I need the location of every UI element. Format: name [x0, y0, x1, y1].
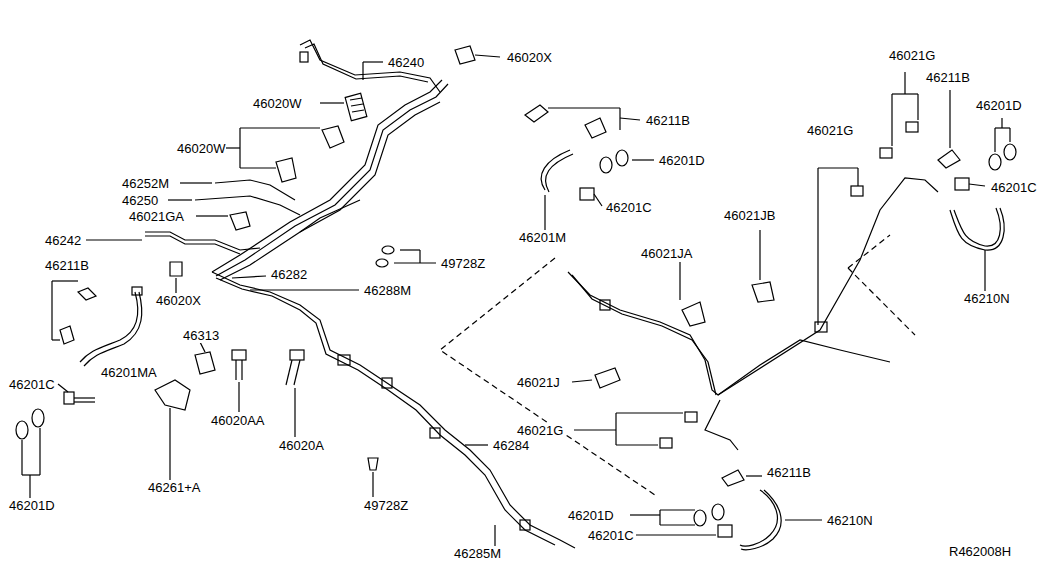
callout-number: 46261+A	[147, 480, 201, 495]
callout-number: 46242	[44, 233, 82, 248]
callout-number: 46021JB	[723, 208, 776, 223]
callout-number: 46201C	[8, 377, 56, 392]
callout-number: 46201MA	[100, 365, 158, 380]
callout-number: 46201D	[975, 98, 1023, 113]
callout-number: 46201D	[567, 508, 615, 523]
callout-number: 46201C	[990, 180, 1038, 195]
callout-number: 46201D	[658, 153, 706, 168]
callout-number: 46020X	[155, 293, 202, 308]
callout-number: 46021J	[516, 375, 561, 390]
callout-number: 46284	[492, 438, 530, 453]
callout-number: 46201M	[518, 230, 567, 245]
callout-number: 46211B	[645, 113, 691, 128]
callout-number: 46210N	[963, 291, 1011, 306]
callout-number: 46201C	[587, 528, 635, 543]
callout-number: 46021G	[516, 423, 564, 438]
callout-number: 46201C	[605, 200, 653, 215]
callout-number: 46020A	[278, 438, 325, 453]
callout-number: 46020W	[176, 141, 226, 156]
callout-number: 46020X	[506, 50, 553, 65]
callout-number: 46250	[121, 193, 159, 208]
callout-number: 46020W	[252, 96, 302, 111]
callout-number: 46211B	[925, 70, 971, 85]
callout-number: 49728Z	[363, 498, 409, 513]
callout-number: 46021GA	[128, 209, 185, 224]
callout-number: 46282	[270, 267, 308, 282]
callout-number: 46252M	[121, 176, 170, 191]
callout-number: 46285M	[453, 546, 502, 561]
callout-number: 46021JA	[640, 246, 693, 261]
callout-number: 46288M	[363, 283, 412, 298]
callout-number: 46020AA	[210, 413, 266, 428]
callout-number: 49728Z	[440, 256, 486, 271]
diagram-code: R462008H	[948, 544, 1012, 559]
callout-number: 46021G	[806, 123, 854, 138]
callout-number: 46021G	[888, 48, 936, 63]
callout-number: 46210N	[826, 513, 874, 528]
callout-number: 46211B	[766, 465, 812, 480]
callout-number: 46313	[182, 328, 220, 343]
callout-number: 46201D	[8, 498, 56, 513]
callout-number: 46211B	[44, 258, 90, 273]
callout-number: 46240	[387, 55, 425, 70]
